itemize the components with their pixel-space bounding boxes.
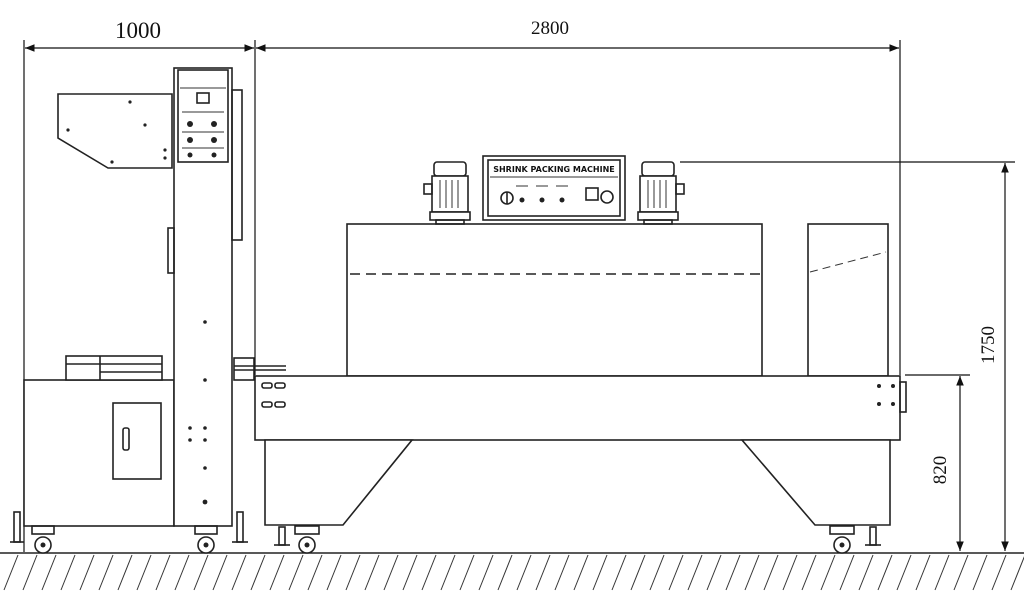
dimension-width-main: 2800 (256, 18, 901, 375)
shrink-tunnel: SHRINK PACKING MACHINE (254, 155, 907, 554)
dimension-label-height-total: 1750 (978, 326, 999, 364)
dimension-height-total: 1750 (680, 161, 1015, 551)
dimension-label-width-left: 1000 (115, 18, 161, 43)
dimension-label-width-main: 2800 (531, 18, 569, 39)
column-control-panel (177, 69, 229, 163)
dimension-height-table: 820 (905, 374, 970, 551)
dimension-label-height-table: 820 (930, 456, 951, 485)
tunnel-feet (274, 525, 881, 554)
sealer-feet (10, 511, 248, 554)
motor-left (423, 161, 471, 225)
tunnel-control-panel: SHRINK PACKING MACHINE (482, 155, 626, 221)
ground-line (0, 552, 1024, 591)
panel-label: SHRINK PACKING MACHINE (493, 165, 615, 174)
motor-right (637, 161, 685, 225)
sealing-machine (10, 67, 286, 554)
